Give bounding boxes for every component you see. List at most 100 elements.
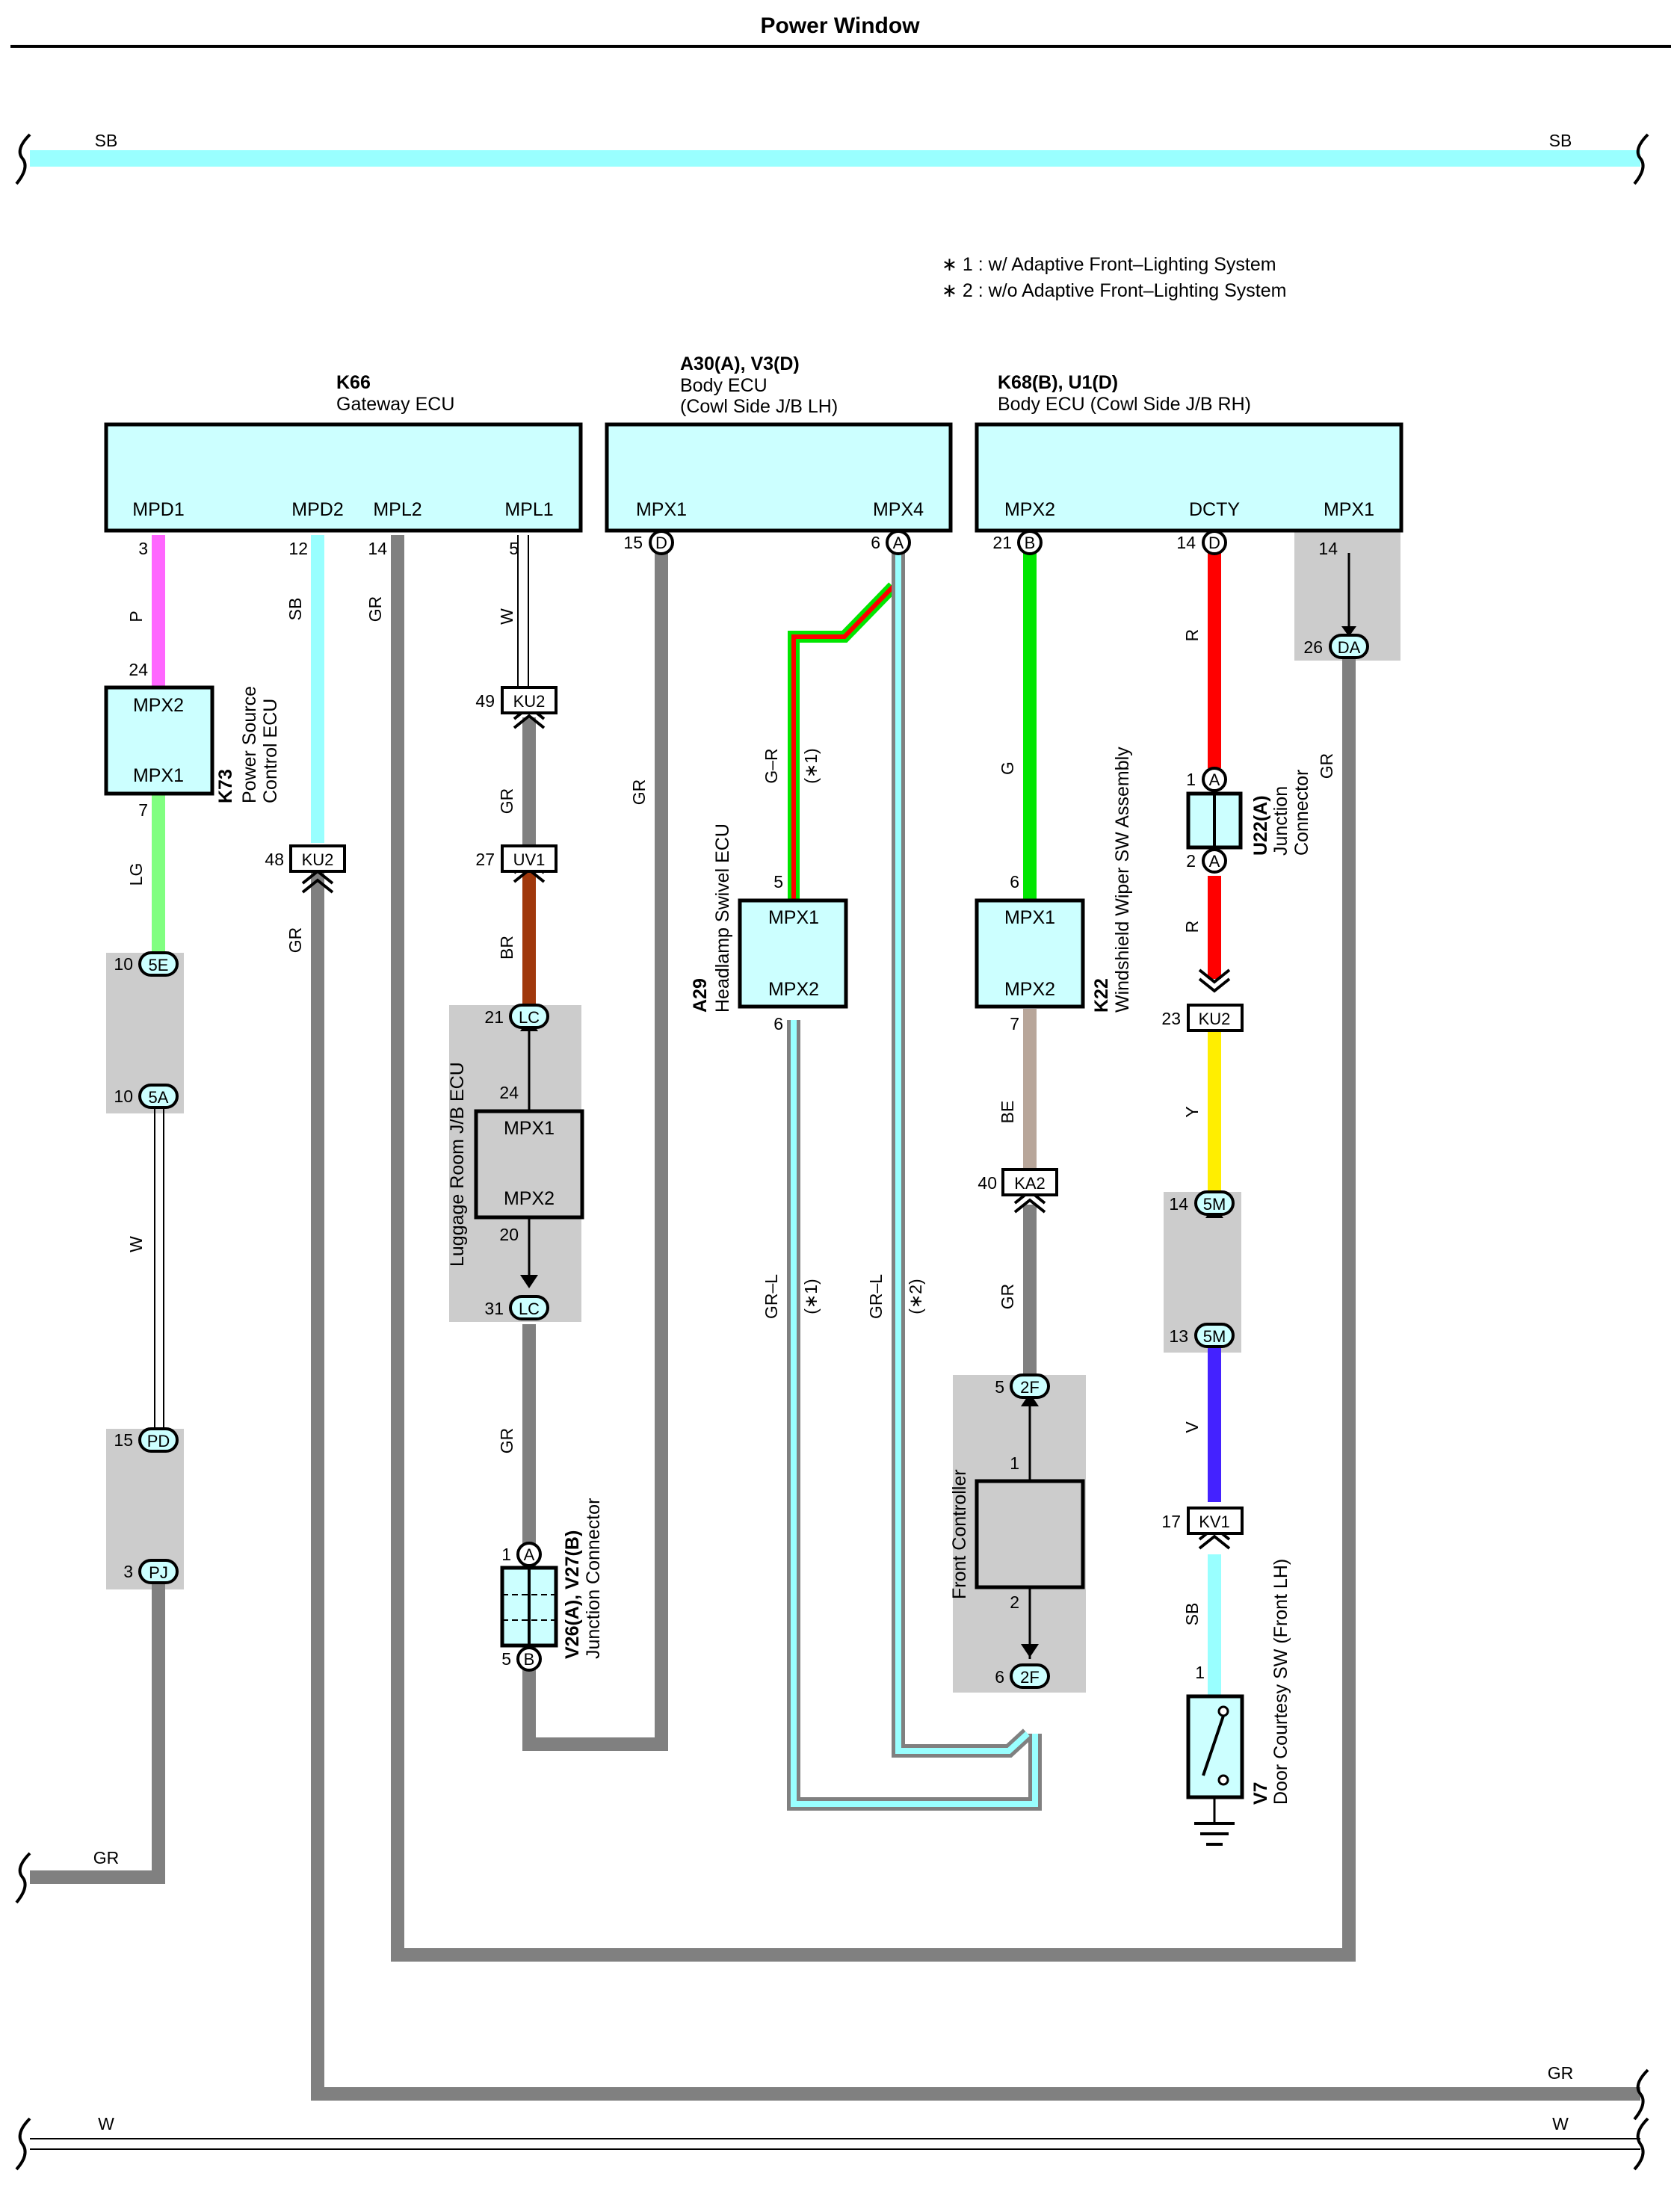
connector-u22-a1: A bbox=[1202, 767, 1227, 792]
k68-terminal-dcty: DCTY bbox=[1189, 499, 1240, 520]
a30-terminal-mpx4: MPX4 bbox=[873, 499, 924, 520]
pin-a29-6: 6 bbox=[773, 1014, 783, 1033]
svg-text:KU2: KU2 bbox=[513, 692, 546, 711]
a30-body-ecu-lh: A30(A), V3(D) Body ECU (Cowl Side J/B LH… bbox=[605, 353, 953, 533]
k66-terminal-mpd2: MPD2 bbox=[291, 499, 343, 520]
oval-connectors: 5E 5A PD PJ LC LC 2F 2F 5M 5M DA bbox=[138, 634, 1369, 1689]
w-bus-label-left: W bbox=[98, 2114, 114, 2133]
k73-name: Power Source bbox=[239, 686, 260, 803]
wire-labels: P LG W SB GR GR W GR BR GR GR G–R (∗1) G… bbox=[126, 596, 1336, 1626]
connector-d-mpx1-lh: D bbox=[649, 530, 674, 555]
svg-text:D: D bbox=[655, 534, 667, 552]
wire-label-gr-3: GR bbox=[497, 788, 516, 815]
v7-name: Door Courtesy SW (Front LH) bbox=[1270, 1559, 1291, 1805]
wire-label-gr-5: GR bbox=[629, 779, 649, 806]
wire-label-g: G bbox=[998, 761, 1017, 775]
pin-fc-1: 1 bbox=[1010, 1453, 1019, 1473]
svg-text:5E: 5E bbox=[149, 956, 169, 974]
wire-label-r-2: R bbox=[1182, 921, 1202, 933]
v26-name: Junction Connector bbox=[583, 1498, 604, 1659]
wire-label-sb-2: SB bbox=[1182, 1603, 1202, 1626]
pin-a29-5: 5 bbox=[773, 872, 783, 892]
pin-v27-5: 5 bbox=[501, 1649, 511, 1669]
pin-mpd1-3: 3 bbox=[138, 539, 148, 558]
pin-2f-6: 6 bbox=[995, 1667, 1004, 1687]
front-controller: Front Controller bbox=[949, 1469, 1085, 1599]
k73-name-2: Control ECU bbox=[260, 699, 281, 803]
u22-junction-connector: U22(A) Junction Connector bbox=[1186, 770, 1312, 856]
connector-v27-b: B bbox=[516, 1646, 542, 1672]
pin-5e-10: 10 bbox=[114, 954, 133, 974]
pin-u22-1: 1 bbox=[1186, 770, 1196, 789]
w-bus-label-right: W bbox=[1552, 2114, 1569, 2133]
pin-mpl1-5: 5 bbox=[509, 539, 519, 558]
pin-v7-1: 1 bbox=[1195, 1663, 1205, 1682]
connector-ku2-mpd2: KU2 bbox=[289, 844, 346, 873]
svg-text:2F: 2F bbox=[1020, 1378, 1040, 1397]
pin-k68-14: 14 bbox=[1176, 533, 1196, 552]
pin-pj-3: 3 bbox=[123, 1562, 133, 1581]
pin-ka2-40: 40 bbox=[978, 1173, 997, 1193]
connector-lc-21: LC bbox=[509, 1004, 549, 1029]
u22-name-2: Connector bbox=[1291, 770, 1312, 856]
pin-k68-mpx1-14: 14 bbox=[1318, 539, 1338, 558]
svg-text:5A: 5A bbox=[149, 1088, 169, 1107]
svg-text:A: A bbox=[893, 534, 904, 552]
pin-a30-6: 6 bbox=[871, 533, 880, 552]
k73-terminal-mpx2: MPX2 bbox=[133, 695, 184, 716]
pin-da-26: 26 bbox=[1303, 637, 1323, 657]
circle-connectors: D A B D A A A B bbox=[516, 530, 1227, 1672]
wire-label-p: P bbox=[126, 611, 146, 622]
pin-kv1-17: 17 bbox=[1161, 1512, 1181, 1531]
a29-headlamp-swivel-ecu: MPX1 MPX2 A29 Headlamp Swivel ECU bbox=[690, 824, 848, 1013]
svg-text:B: B bbox=[524, 1650, 535, 1669]
wire-label-r-1: R bbox=[1182, 629, 1202, 642]
break-mark-right bbox=[1633, 133, 1649, 185]
connector-5a: 5A bbox=[138, 1084, 179, 1109]
connector-ku2-mpl1: KU2 bbox=[501, 686, 558, 714]
wire-label-y: Y bbox=[1182, 1106, 1202, 1117]
chevrons bbox=[301, 705, 1231, 1550]
u22-code: U22(A) bbox=[1250, 795, 1271, 856]
wire-label-gr-6: GR bbox=[998, 1284, 1017, 1310]
svg-text:UV1: UV1 bbox=[513, 850, 546, 869]
pin-ku2-49: 49 bbox=[475, 691, 495, 711]
pin-uv1-27: 27 bbox=[475, 850, 495, 869]
k22-wiper-sw-assembly: MPX1 MPX2 K22 Windshield Wiper SW Assemb… bbox=[975, 747, 1133, 1013]
k66-terminal-mpl2: MPL2 bbox=[373, 499, 421, 520]
svg-text:KA2: KA2 bbox=[1014, 1174, 1046, 1193]
connector-v26-a: A bbox=[516, 1542, 542, 1567]
connector-lc-31: LC bbox=[509, 1295, 549, 1320]
pin-2f-5: 5 bbox=[995, 1377, 1004, 1397]
k68-code: K68(B), U1(D) bbox=[998, 372, 1118, 393]
break-mark-left bbox=[15, 133, 31, 185]
connector-b-mpx2: B bbox=[1017, 530, 1043, 555]
connector-da: DA bbox=[1329, 634, 1369, 659]
connector-ku2-dcty: KU2 bbox=[1187, 1004, 1244, 1032]
a30-name: Body ECU bbox=[680, 375, 768, 396]
connector-ka2: KA2 bbox=[1001, 1168, 1058, 1196]
k66-code: K66 bbox=[336, 372, 371, 393]
break-mark-w-left bbox=[15, 2117, 31, 2171]
pin-u22-2: 2 bbox=[1186, 851, 1196, 871]
pin-ku2-23: 23 bbox=[1161, 1009, 1181, 1028]
break-mark-w-right bbox=[1633, 2117, 1649, 2171]
a29-code: A29 bbox=[690, 978, 711, 1013]
k66-terminal-mpl1: MPL1 bbox=[504, 499, 553, 520]
k68-terminal-mpx1: MPX1 bbox=[1324, 499, 1374, 520]
pin-mpd2-12: 12 bbox=[288, 539, 308, 558]
wire-label-w-1: W bbox=[126, 1236, 146, 1252]
v26-junction-connector: V26(A), V27(B) Junction Connector bbox=[500, 1498, 604, 1659]
wire-label-sb: SB bbox=[285, 598, 305, 621]
connector-2f-5: 2F bbox=[1010, 1373, 1050, 1399]
pin-5a-10: 10 bbox=[114, 1087, 133, 1106]
page-title: Power Window bbox=[760, 13, 920, 38]
luggage-room-jb-ecu: MPX1 MPX2 Luggage Room J/B ECU bbox=[447, 1062, 584, 1267]
v7-door-courtesy-switch: V7 Door Courtesy SW (Front LH) bbox=[1186, 1559, 1291, 1805]
connector-kv1: KV1 bbox=[1187, 1507, 1244, 1535]
k68-body-ecu-rh: K68(B), U1(D) Body ECU (Cowl Side J/B RH… bbox=[975, 372, 1403, 533]
k73-terminal-mpx1: MPX1 bbox=[133, 765, 184, 786]
a30-terminal-mpx1: MPX1 bbox=[636, 499, 687, 520]
svg-text:A: A bbox=[1209, 852, 1220, 871]
wire-label-lg: LG bbox=[126, 863, 146, 886]
